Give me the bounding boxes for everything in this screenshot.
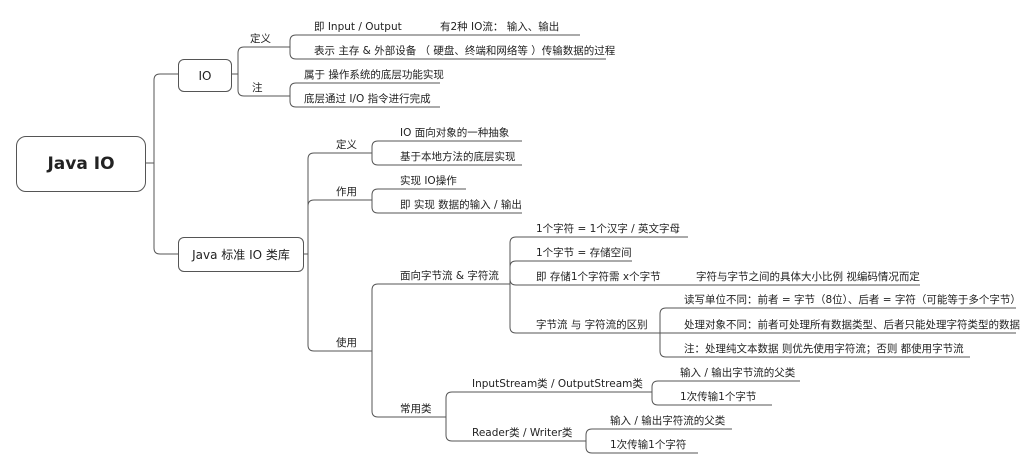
connector-22 — [371, 200, 522, 214]
leaf-lib-role-2: 即 实现 数据的输入 / 输出 — [400, 199, 522, 211]
connector-8 — [289, 47, 606, 60]
leaf-stream-classes-1: 输入 / 输出字节流的父类 — [680, 367, 796, 379]
root-node: Java IO — [16, 136, 146, 192]
node-reader-writer-classes: Reader类 / Writer类 — [472, 427, 573, 439]
node-common-classes: 常用类 — [400, 403, 432, 415]
leaf-rw-classes-2: 1次传输1个字符 — [610, 439, 687, 451]
node-lib-role: 作用 — [336, 186, 357, 198]
connector-43 — [585, 428, 732, 441]
leaf-storage: 即 存储1个字符需 x个字节 — [536, 271, 661, 283]
connector-19 — [371, 153, 522, 166]
leaf-storage-note: 字符与字节之间的具体大小比例 视编码情况而定 — [696, 271, 920, 283]
connector-7 — [289, 34, 430, 47]
connector-38 — [445, 417, 580, 442]
node-lib-usage: 使用 — [336, 337, 357, 349]
node-java-io-library: Java 标准 IO 类库 — [178, 237, 304, 272]
connector-25 — [371, 351, 440, 418]
node-lib-definition: 定义 — [336, 139, 357, 151]
leaf-difference-object: 处理对象不同：前者可处理所有数据类型、后者只能处理字符类型的数据 — [684, 319, 1020, 331]
leaf-lib-def-1: IO 面向对象的一种抽象 — [400, 127, 510, 139]
node-io-definition: 定义 — [250, 33, 271, 45]
leaf-stream-classes-2: 1次传输1个字节 — [680, 391, 757, 403]
connector-33 — [659, 307, 1016, 333]
connector-28 — [509, 260, 632, 284]
leaf-io-note-2: 底层通过 I/O 指令进行完成 — [304, 93, 431, 105]
connector-44 — [585, 441, 698, 454]
node-stream-difference: 字节流 与 字符流的区别 — [536, 319, 648, 331]
leaf-lib-def-2: 基于本地方法的底层实现 — [400, 151, 516, 163]
connector-11 — [289, 82, 440, 96]
connector-41 — [651, 392, 772, 406]
connector-21 — [371, 188, 466, 200]
connector-12 — [289, 96, 440, 108]
leaf-rw-classes-1: 输入 / 输出字符流的父类 — [610, 415, 726, 427]
leaf-difference-note: 注：处理纯文本数据 则优先使用字符流；否则 都使用字节流 — [684, 343, 964, 355]
leaf-io-two-types: 有2种 IO流： 输入、输出 — [440, 21, 560, 33]
connector-4 — [237, 46, 280, 74]
connector-37 — [445, 391, 646, 417]
connector-29 — [509, 278, 690, 286]
leaf-char-definition: 1个字符 = 1个汉字 / 英文字母 — [536, 223, 681, 235]
connector-35 — [659, 333, 970, 358]
connector-5 — [237, 74, 280, 97]
connector-2 — [153, 163, 178, 255]
connector-27 — [509, 236, 688, 284]
leaf-io-note-1: 属于 操作系统的底层功能实现 — [304, 69, 444, 81]
connector-30 — [509, 284, 656, 334]
connector-18 — [371, 140, 522, 153]
connector-1 — [153, 73, 178, 163]
node-io-note: 注 — [252, 82, 263, 94]
node-stream-classes: InputStream类 / OutputStream类 — [472, 378, 643, 390]
connector-40 — [651, 380, 800, 392]
node-byte-char-streams: 面向字节流 & 字符流 — [400, 270, 499, 282]
connector-16 — [307, 254, 366, 352]
connector-24 — [371, 283, 506, 351]
leaf-io-meaning: 表示 主存 & 外部设备 （ 硬盘、终端和网络等 ）传输数据的过程 — [314, 45, 616, 57]
leaf-difference-unit: 读写单位不同：前者 = 字节（8位）、后者 = 字符（可能等于多个字节） — [684, 294, 1021, 306]
leaf-io-input-output: 即 Input / Output — [314, 21, 402, 33]
node-io: IO — [178, 59, 232, 92]
connector-15 — [307, 199, 366, 254]
leaf-lib-role-1: 实现 IO操作 — [400, 175, 457, 187]
connector-14 — [307, 152, 366, 254]
leaf-byte-definition: 1个字节 = 存储空间 — [536, 247, 632, 259]
